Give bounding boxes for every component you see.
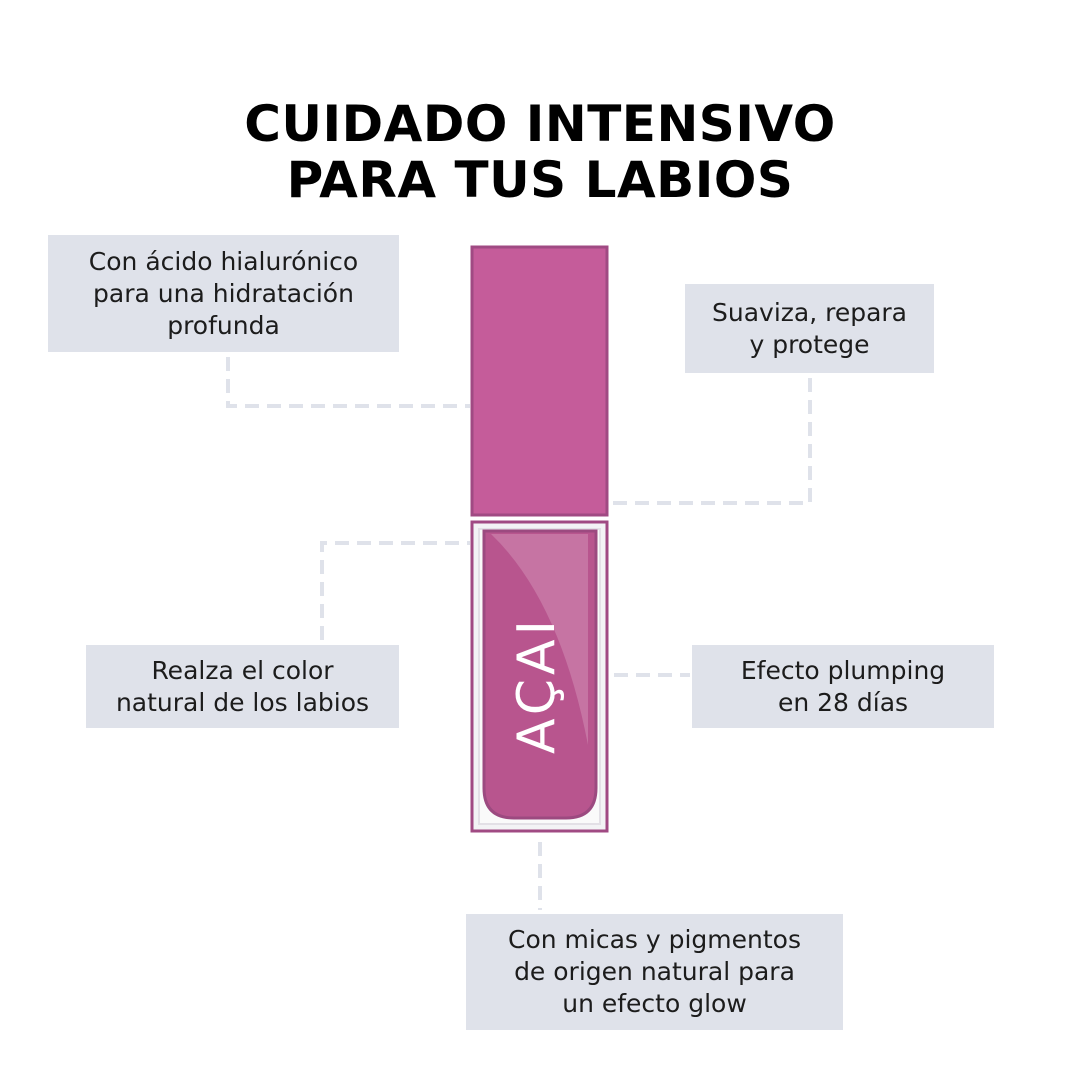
- callout-line: en 28 días: [777, 687, 909, 717]
- connector-hyaluronic: [226, 357, 470, 408]
- callout-natural-color: Realza el color natural de los labios: [86, 645, 399, 728]
- callout-line: un efecto glow: [562, 989, 747, 1018]
- product-cap: [470, 245, 609, 517]
- callout-plumping-effect: Efecto plumping en 28 días: [692, 645, 994, 728]
- product-brand-label: AÇAI: [477, 610, 597, 760]
- callout-line: profunda: [167, 310, 280, 340]
- brand-name: AÇAI: [507, 616, 567, 754]
- callout-line: Con micas y pigmentos: [507, 925, 801, 954]
- callout-line: natural de los labios: [115, 687, 370, 717]
- callout-soften-repair-protect: Suaviza, repara y protege: [685, 284, 934, 373]
- page-title: CUIDADO INTENSIVO PARA TUS LABIOS: [0, 96, 1080, 208]
- callout-line: para una hidratación: [93, 278, 354, 308]
- title-line-1: CUIDADO INTENSIVO: [244, 94, 836, 153]
- callout-line: Efecto plumping: [740, 655, 946, 685]
- callout-line: Suaviza, repara: [711, 297, 907, 327]
- title-line-2: PARA TUS LABIOS: [286, 150, 794, 209]
- callout-line: Con ácido hialurónico: [88, 246, 359, 276]
- callout-line: y protege: [749, 329, 870, 359]
- callout-line: de origen natural para: [514, 957, 795, 986]
- connector-color: [320, 541, 470, 640]
- callout-line: Realza el color: [151, 655, 334, 685]
- product-highlight: [491, 534, 588, 745]
- callout-hyaluronic-acid: Con ácido hialurónico para una hidrataci…: [48, 235, 399, 352]
- callout-glow-effect: Con micas y pigmentos de origen natural …: [466, 914, 843, 1030]
